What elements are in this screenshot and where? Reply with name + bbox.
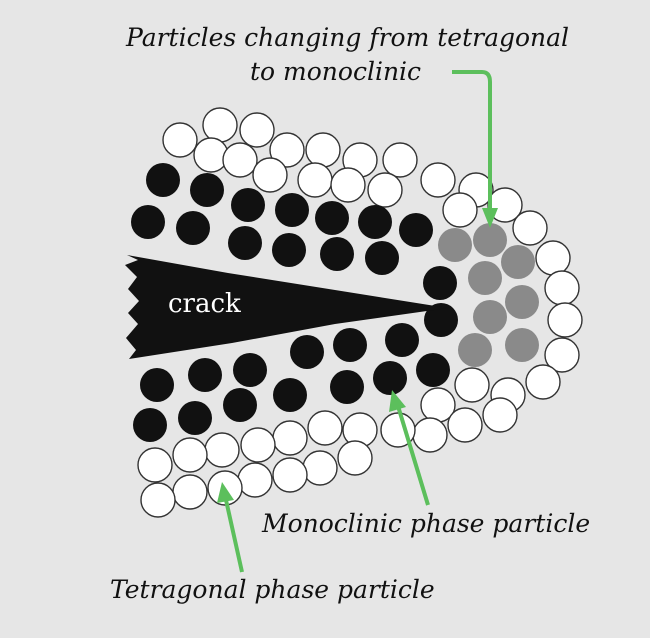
tetragonal-particle xyxy=(202,107,238,143)
monoclinic-particle xyxy=(275,193,309,227)
monoclinic-particle xyxy=(223,388,257,422)
monoclinic-particle xyxy=(385,323,419,357)
top-arrow-line xyxy=(452,70,492,212)
monoclinic-particle xyxy=(290,335,324,369)
tetragonal-particle xyxy=(237,462,273,498)
tetragonal-particle xyxy=(442,192,478,228)
tetragonal-particle xyxy=(525,364,561,400)
monoclinic-particle xyxy=(131,205,165,239)
tetragonal-particle xyxy=(272,420,308,456)
tetragonal-particle xyxy=(447,407,483,443)
monoclinic-particle xyxy=(133,408,167,442)
monoclinic-particle xyxy=(423,266,457,300)
top-label-line1: Particles changing from tetragonal xyxy=(125,23,569,52)
monoclinic-particle xyxy=(146,163,180,197)
monoclinic-particle xyxy=(333,328,367,362)
tetragonal-arrow-line xyxy=(224,499,244,573)
monoclinic-particle xyxy=(190,173,224,207)
tetragonal-particle xyxy=(252,157,288,193)
tetragonal-arrow-head xyxy=(217,482,234,503)
tetragonal-particle xyxy=(222,142,258,178)
monoclinic-particle xyxy=(330,370,364,404)
tetragonal-particle xyxy=(162,122,198,158)
monoclinic-particle xyxy=(424,303,458,337)
crack-shape xyxy=(125,255,448,359)
transforming-particle xyxy=(438,228,472,262)
monoclinic-particle xyxy=(233,353,267,387)
tetragonal-particle xyxy=(305,132,341,168)
monoclinic-particle xyxy=(178,401,212,435)
transforming-particle xyxy=(473,223,507,257)
top-arrow-head xyxy=(482,208,498,228)
monoclinic-particle xyxy=(273,378,307,412)
tetragonal-particle xyxy=(330,167,366,203)
tetragonal-particle xyxy=(412,417,448,453)
tetragonal-particle xyxy=(547,302,583,338)
monoclinic-particle xyxy=(231,188,265,222)
tetragonal-particle xyxy=(240,427,276,463)
monoclinic-particle xyxy=(416,353,450,387)
crack-label: crack xyxy=(168,289,241,319)
monoclinic-particle xyxy=(188,358,222,392)
monoclinic-label: Monoclinic phase particle xyxy=(261,509,590,538)
tetragonal-particle xyxy=(382,142,418,178)
monoclinic-particle xyxy=(373,361,407,395)
tetragonal-particle xyxy=(204,432,240,468)
tetragonal-particle xyxy=(482,397,518,433)
monoclinic-particle xyxy=(272,233,306,267)
top-label-line2: to monoclinic xyxy=(250,57,421,86)
tetragonal-particle xyxy=(307,410,343,446)
tetragonal-particle xyxy=(544,270,580,306)
tetragonal-particle xyxy=(544,337,580,373)
tetragonal-particle xyxy=(420,162,456,198)
tetragonal-particle xyxy=(172,474,208,510)
monoclinic-arrow-head xyxy=(389,390,406,412)
tetragonal-particle xyxy=(269,132,305,168)
transforming-particle xyxy=(468,261,502,295)
tetragonal-particle xyxy=(193,137,229,173)
tetragonal-particle xyxy=(297,162,333,198)
tetragonal-particle xyxy=(454,367,490,403)
monoclinic-particle xyxy=(358,205,392,239)
monoclinic-particle xyxy=(228,226,262,260)
tetragonal-particle xyxy=(137,447,173,483)
monoclinic-arrow-line xyxy=(396,405,430,506)
tetragonal-particle xyxy=(512,210,548,246)
monoclinic-particle xyxy=(176,211,210,245)
monoclinic-particle xyxy=(140,368,174,402)
tetragonal-particle xyxy=(272,457,308,493)
monoclinic-particle xyxy=(315,201,349,235)
transforming-particle xyxy=(458,333,492,367)
transforming-particle xyxy=(505,285,539,319)
tetragonal-particle xyxy=(302,450,338,486)
tetragonal-particle xyxy=(239,112,275,148)
tetragonal-particle xyxy=(337,440,373,476)
monoclinic-particle xyxy=(365,241,399,275)
transforming-particle xyxy=(501,245,535,279)
transforming-particle xyxy=(505,328,539,362)
monoclinic-particle xyxy=(320,237,354,271)
transforming-particle xyxy=(473,300,507,334)
tetragonal-label: Tetragonal phase particle xyxy=(110,575,435,604)
tetragonal-particle xyxy=(535,240,571,276)
tetragonal-particle xyxy=(367,172,403,208)
tetragonal-particle xyxy=(140,482,176,518)
tetragonal-particle xyxy=(172,437,208,473)
monoclinic-particle xyxy=(399,213,433,247)
